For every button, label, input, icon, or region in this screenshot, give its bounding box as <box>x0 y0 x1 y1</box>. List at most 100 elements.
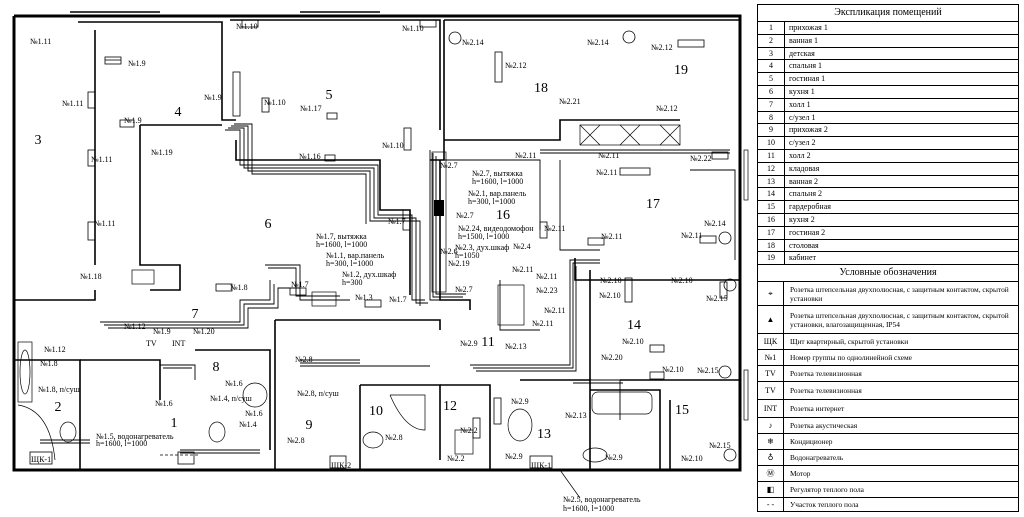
svg-text:№2.4: №2.4 <box>513 242 531 251</box>
svg-text:№2.11: №2.11 <box>598 151 619 160</box>
svg-text:h=1600, l=1000: h=1600, l=1000 <box>96 439 147 448</box>
room-number: 15 <box>758 201 785 213</box>
svg-text:TV: TV <box>146 339 157 348</box>
svg-text:№1.6: №1.6 <box>155 399 173 408</box>
room-name: кухня 2 <box>789 214 815 224</box>
room-name: гостиная 2 <box>789 227 826 237</box>
socket-icon <box>241 19 259 28</box>
svg-text:№2.22: №2.22 <box>690 154 712 163</box>
room-name: прихожая 1 <box>789 23 828 32</box>
svg-text:№1.12: №1.12 <box>44 345 66 354</box>
svg-text:№1.9: №1.9 <box>153 327 171 336</box>
svg-text:№2.23: №2.23 <box>536 286 558 295</box>
kitchen-cabinets <box>131 124 681 326</box>
svg-text:h=1050: h=1050 <box>455 251 480 260</box>
svg-text:№2.10: №2.10 <box>600 276 622 285</box>
svg-text:№2.10: №2.10 <box>681 454 703 463</box>
socket-icon <box>403 127 412 151</box>
svg-text:№2.8: №2.8 <box>385 433 403 442</box>
svg-text:№1.4: №1.4 <box>239 420 257 429</box>
svg-text:№1.16: №1.16 <box>299 152 321 161</box>
legend-row: ◧ Регулятор теплого пола <box>758 482 1018 499</box>
socket-icon <box>364 299 382 308</box>
room-number: 5 <box>758 73 785 85</box>
svg-text:№2.12: №2.12 <box>651 43 673 52</box>
svg-text:№1.2, дух.шкаф: №1.2, дух.шкаф <box>342 270 396 279</box>
room-number: 11 <box>758 149 785 162</box>
room-name: кладовая <box>789 163 820 173</box>
socket-icon <box>87 91 96 109</box>
legend-text: Розетка телевизионная <box>790 369 862 379</box>
svg-text:9: 9 <box>306 418 313 433</box>
room-number: 2 <box>758 34 785 47</box>
legend-row: ♪Розетка акустическая <box>758 418 1018 435</box>
svg-text:№2.11: №2.11 <box>536 272 557 281</box>
waterproof-socket-icon: ▲ <box>758 306 784 334</box>
floor-heating-area-icon: - - <box>758 498 784 512</box>
wiring-lines <box>40 123 736 456</box>
svg-text:h=1600, l=1000: h=1600, l=1000 <box>472 177 523 186</box>
svg-text:12: 12 <box>443 399 457 414</box>
legend-text: Кондиционер <box>790 437 833 447</box>
svg-text:h=300: h=300 <box>342 278 363 287</box>
socket-icon <box>104 56 122 65</box>
svg-text:№2.2: №2.2 <box>460 426 478 435</box>
svg-text:№2.11: №2.11 <box>512 265 533 274</box>
room-row: 9 прихожая 2 <box>758 124 1018 138</box>
room-name: ванная 2 <box>789 176 819 186</box>
svg-text:№2.7: №2.7 <box>455 285 473 294</box>
svg-text:№1.7: №1.7 <box>291 280 309 289</box>
motor-icon <box>718 231 732 245</box>
legend-text: Регулятор теплого пола <box>790 485 864 495</box>
svg-text:№2.11: №2.11 <box>681 231 702 240</box>
socket-icon <box>493 397 502 425</box>
svg-text:№2.14: №2.14 <box>587 38 609 47</box>
room-number: 19 <box>758 252 785 265</box>
floor-heating-regulator-icon: ◧ <box>758 482 784 498</box>
symbols-table: ⌖Розетка штепсельная двухполюсная, с защ… <box>758 282 1018 513</box>
room-name: с/узел 1 <box>789 112 816 122</box>
svg-text:11: 11 <box>481 335 494 350</box>
socket-icon <box>619 167 651 176</box>
socket-icon <box>711 151 729 160</box>
room-number: 9 <box>758 124 785 137</box>
motor-icon <box>723 278 737 292</box>
room-name: прихожая 2 <box>789 125 828 135</box>
legend-row: ▲Розетка штепсельная двухполюсная, с защ… <box>758 306 1018 335</box>
svg-text:№2.14: №2.14 <box>704 219 726 228</box>
svg-text:№2.9: №2.9 <box>505 452 523 461</box>
panel-box-icon <box>29 451 53 465</box>
room-number: 17 <box>758 226 785 239</box>
legend-text: Розетка штепсельная двухполюсная, с защи… <box>790 284 1009 303</box>
svg-text:№1.12: №1.12 <box>124 322 146 331</box>
room-name: спальня 2 <box>789 189 823 199</box>
svg-text:№2.7: №2.7 <box>456 211 474 220</box>
svg-text:№2.12: №2.12 <box>505 61 527 70</box>
svg-text:№1.18: №1.18 <box>80 272 102 281</box>
svg-text:№2.6: №2.6 <box>440 247 458 256</box>
socket-icon <box>624 277 633 303</box>
svg-text:№1.20: №1.20 <box>193 327 215 336</box>
svg-text:h=1600, l=1000: h=1600, l=1000 <box>563 504 614 513</box>
socket-icon <box>587 237 605 246</box>
socket-icon <box>402 209 411 231</box>
svg-text:16: 16 <box>496 208 510 223</box>
svg-text:№2.11: №2.11 <box>532 319 553 328</box>
svg-text:№1.8: №1.8 <box>40 359 58 368</box>
svg-text:№2.11: №2.11 <box>601 232 622 241</box>
motor-icon <box>718 365 732 379</box>
svg-text:№2.10: №2.10 <box>671 276 693 285</box>
svg-text:№1.8, п/суш: №1.8, п/суш <box>38 385 81 394</box>
group-number-icon: №1 <box>758 350 784 366</box>
svg-text:№2.13: №2.13 <box>565 411 587 420</box>
svg-text:№1.10: №1.10 <box>264 98 286 107</box>
